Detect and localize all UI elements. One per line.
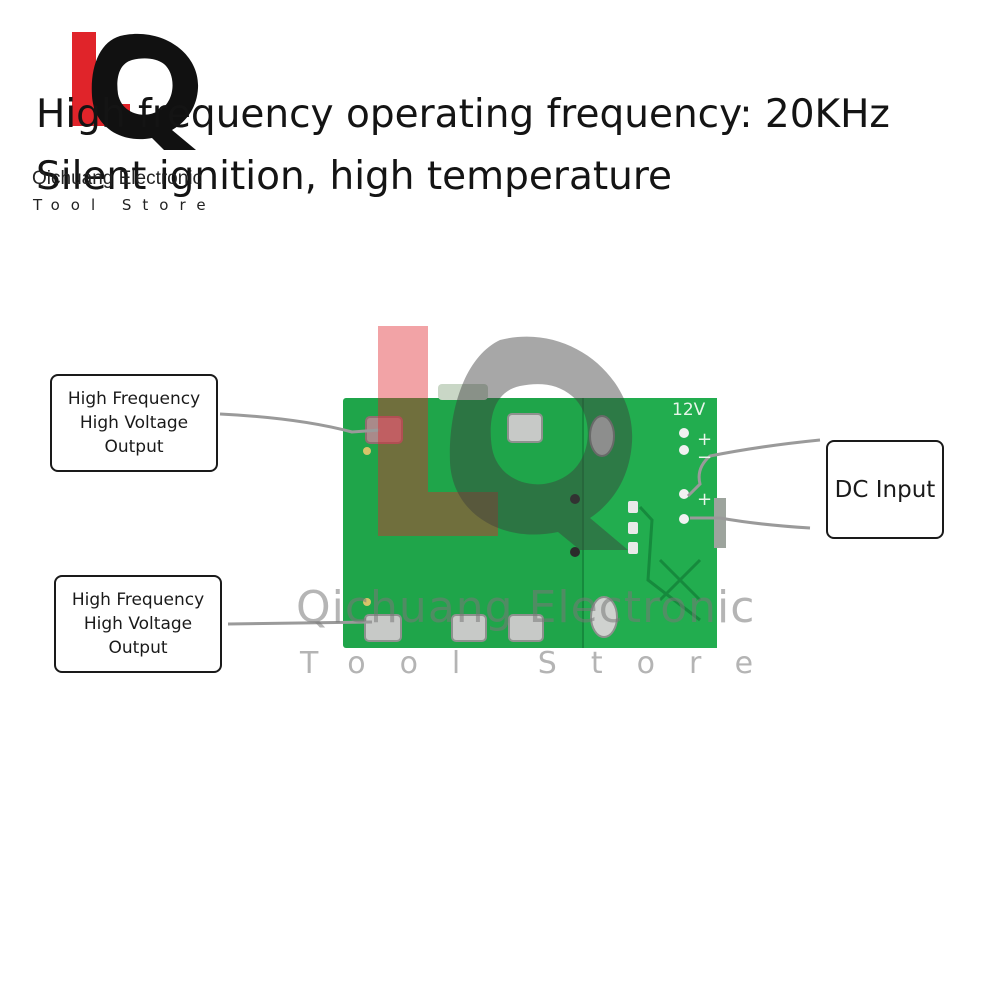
brand-logo-icon — [72, 32, 199, 150]
headline-frequency: High frequency operating frequency: 20KH… — [36, 92, 890, 137]
pcb-voltage-label: 12V — [672, 400, 706, 420]
pcb-plus-mark-bottom: + — [697, 489, 712, 510]
logo-brand-text: Qichuang Electronic — [32, 168, 203, 189]
pcb-plus-mark-top: + — [697, 429, 712, 450]
watermark-tagline-text: Tool Store — [300, 646, 788, 681]
callout-dc-input: DC Input — [826, 440, 944, 539]
watermark-brand-text: Qichuang Electronic — [296, 582, 756, 633]
callout-line: Output — [104, 437, 164, 457]
callout-line: High Frequency — [71, 590, 205, 610]
callout-hv-output-bottom: High Frequency High Voltage Output — [54, 575, 222, 673]
pcb-minus-mark: − — [697, 447, 712, 468]
callout-line: High Voltage — [79, 413, 189, 433]
logo-tagline-text: Tool Store — [33, 196, 217, 214]
watermark-logo-icon — [378, 326, 633, 550]
callout-hv-output-top: High Frequency High Voltage Output — [50, 374, 218, 472]
callout-line: DC Input — [834, 476, 936, 503]
callout-line: High Voltage — [83, 614, 193, 634]
callout-line: High Frequency — [67, 389, 201, 409]
headline-features: Silent ignition, high temperature — [36, 154, 673, 199]
callout-line: Output — [108, 638, 168, 658]
